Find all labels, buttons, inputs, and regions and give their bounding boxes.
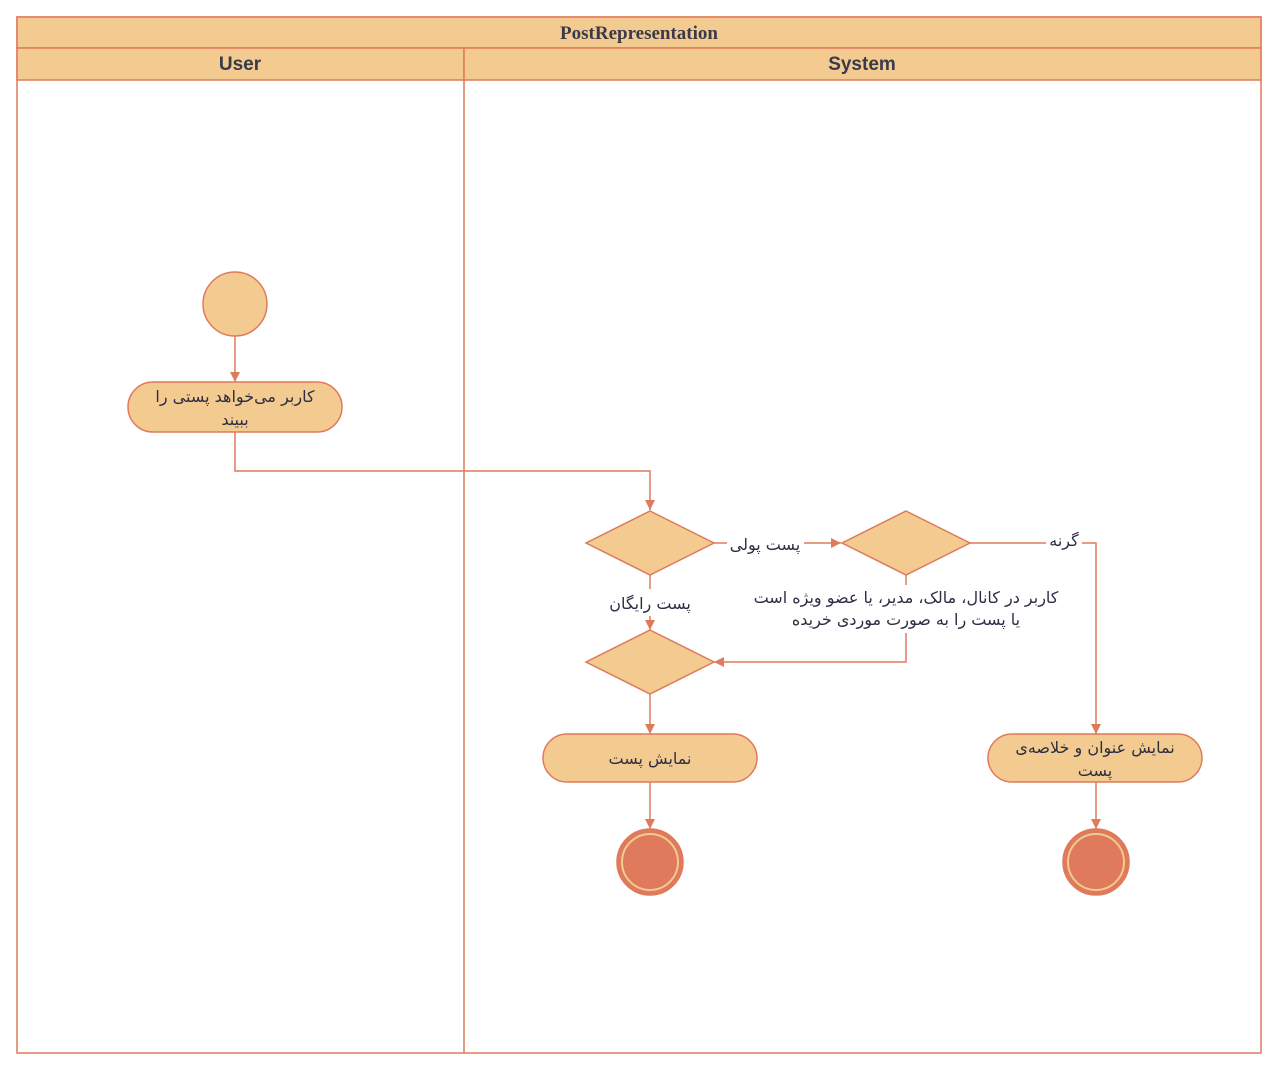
action-show-post: [542, 733, 758, 783]
action-user-wants-view-line-2: ببیند: [221, 410, 248, 429]
action-user-wants-view: [127, 381, 343, 433]
edge-user-action-to-decision-1: [234, 432, 655, 510]
final-node-show-summary: [1062, 828, 1130, 896]
lane-label-system: System: [828, 54, 896, 75]
start-node: [202, 271, 268, 337]
action-show-title-summary-line-2: پست: [1078, 761, 1112, 781]
edge-label-free-post: پست رایگان: [609, 594, 691, 614]
edge-decision-2-otherwise-b: [1082, 542, 1101, 734]
action-show-title-summary: [987, 733, 1203, 783]
lane-header-system: [463, 47, 1262, 81]
edge-label-otherwise: گرنه: [1049, 531, 1079, 551]
decision-paid-or-free: [584, 510, 716, 576]
pool-title: PostRepresentation: [560, 23, 718, 44]
lane-header-user: [16, 47, 465, 81]
final-node-show-post: [616, 828, 684, 896]
edge-decision-2-to-merge-b: [714, 633, 907, 667]
decision-authorized: [840, 510, 972, 576]
edge-label-paid-post: پست پولی: [730, 535, 800, 555]
pool-title-bar: [16, 16, 1262, 49]
lane-label-user: User: [219, 54, 262, 75]
action-user-wants-view-line-1: کاربر می‌خواهد پستی را: [155, 387, 315, 407]
action-show-title-summary-line-1: نمایش عنوان و خلاصه‌ی: [1015, 738, 1174, 758]
edge-label-authorized-line-2: یا پست را به صورت موردی خریده: [792, 610, 1020, 630]
edge-label-authorized-line-1: کاربر در کانال، مالک، مدیر، یا عضو ویژه …: [754, 588, 1059, 608]
action-show-post-label: نمایش پست: [609, 749, 692, 769]
merge-node: [584, 629, 716, 695]
